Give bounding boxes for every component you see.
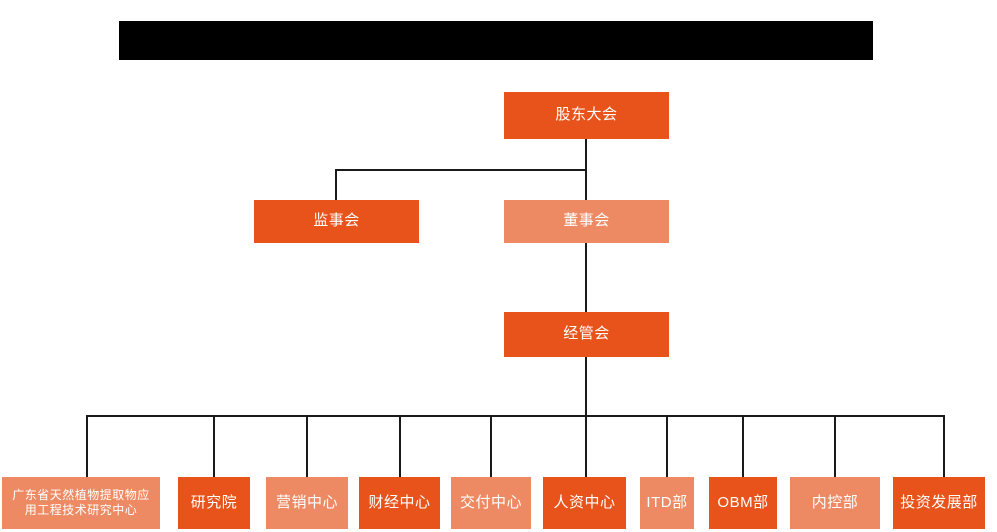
- department-box-internal-control[interactable]: 内控部: [790, 477, 880, 529]
- department-box-research-institute[interactable]: 研究院: [178, 477, 250, 529]
- connector-directors-down: [585, 169, 587, 200]
- department-box-guangdong-research-center[interactable]: 广东省天然植物提取物应用工程技术研究中心: [2, 477, 160, 529]
- department-label-obm: OBM部: [717, 493, 769, 511]
- node-board-of-supervisors[interactable]: 监事会: [254, 200, 419, 243]
- connector-drop-5: [490, 415, 492, 477]
- department-box-delivery-center[interactable]: 交付中心: [451, 477, 531, 529]
- department-label-investment-development: 投资发展部: [900, 493, 978, 511]
- department-label-guangdong-research-center: 广东省天然植物提取物应用工程技术研究中心: [12, 488, 150, 517]
- node-shareholders-meeting[interactable]: 股东大会: [504, 92, 669, 139]
- connector-drop-9: [834, 415, 836, 477]
- department-box-finance-center[interactable]: 财经中心: [359, 477, 440, 529]
- department-label-finance-center: 财经中心: [368, 493, 431, 511]
- connector-drop-2: [213, 415, 215, 477]
- connector-directors-to-management: [585, 242, 587, 312]
- department-box-hr-center[interactable]: 人资中心: [543, 477, 626, 529]
- node-management-committee[interactable]: 经管会: [504, 312, 669, 357]
- connector-department-bus: [87, 415, 945, 417]
- connector-drop-6: [585, 415, 587, 477]
- connector-drop-1: [86, 415, 88, 477]
- department-label-itd: ITD部: [646, 493, 688, 511]
- connector-drop-3: [306, 415, 308, 477]
- node-management-committee-label: 经管会: [563, 325, 610, 343]
- connector-drop-8: [742, 415, 744, 477]
- connector-shareholders-horizontal: [335, 169, 587, 171]
- department-label-internal-control: 内控部: [811, 493, 859, 511]
- connector-shareholders-down: [585, 139, 587, 171]
- connector-management-down: [585, 357, 587, 417]
- title-banner: [119, 21, 873, 60]
- department-box-obm[interactable]: OBM部: [709, 477, 777, 529]
- connector-supervisors-down: [335, 169, 337, 200]
- connector-drop-7: [666, 415, 668, 477]
- department-label-delivery-center: 交付中心: [459, 493, 522, 511]
- department-label-marketing-center: 营销中心: [275, 493, 338, 511]
- department-box-itd[interactable]: ITD部: [640, 477, 694, 529]
- node-board-of-directors-label: 董事会: [563, 212, 610, 230]
- department-label-hr-center: 人资中心: [553, 493, 616, 511]
- connector-drop-4: [399, 415, 401, 477]
- department-box-marketing-center[interactable]: 营销中心: [266, 477, 348, 529]
- node-shareholders-meeting-label: 股东大会: [555, 106, 618, 124]
- department-label-research-institute: 研究院: [190, 493, 238, 511]
- node-board-of-supervisors-label: 监事会: [313, 212, 360, 230]
- connector-drop-10: [943, 415, 945, 477]
- node-board-of-directors[interactable]: 董事会: [504, 200, 669, 243]
- department-box-investment-development[interactable]: 投资发展部: [893, 477, 985, 529]
